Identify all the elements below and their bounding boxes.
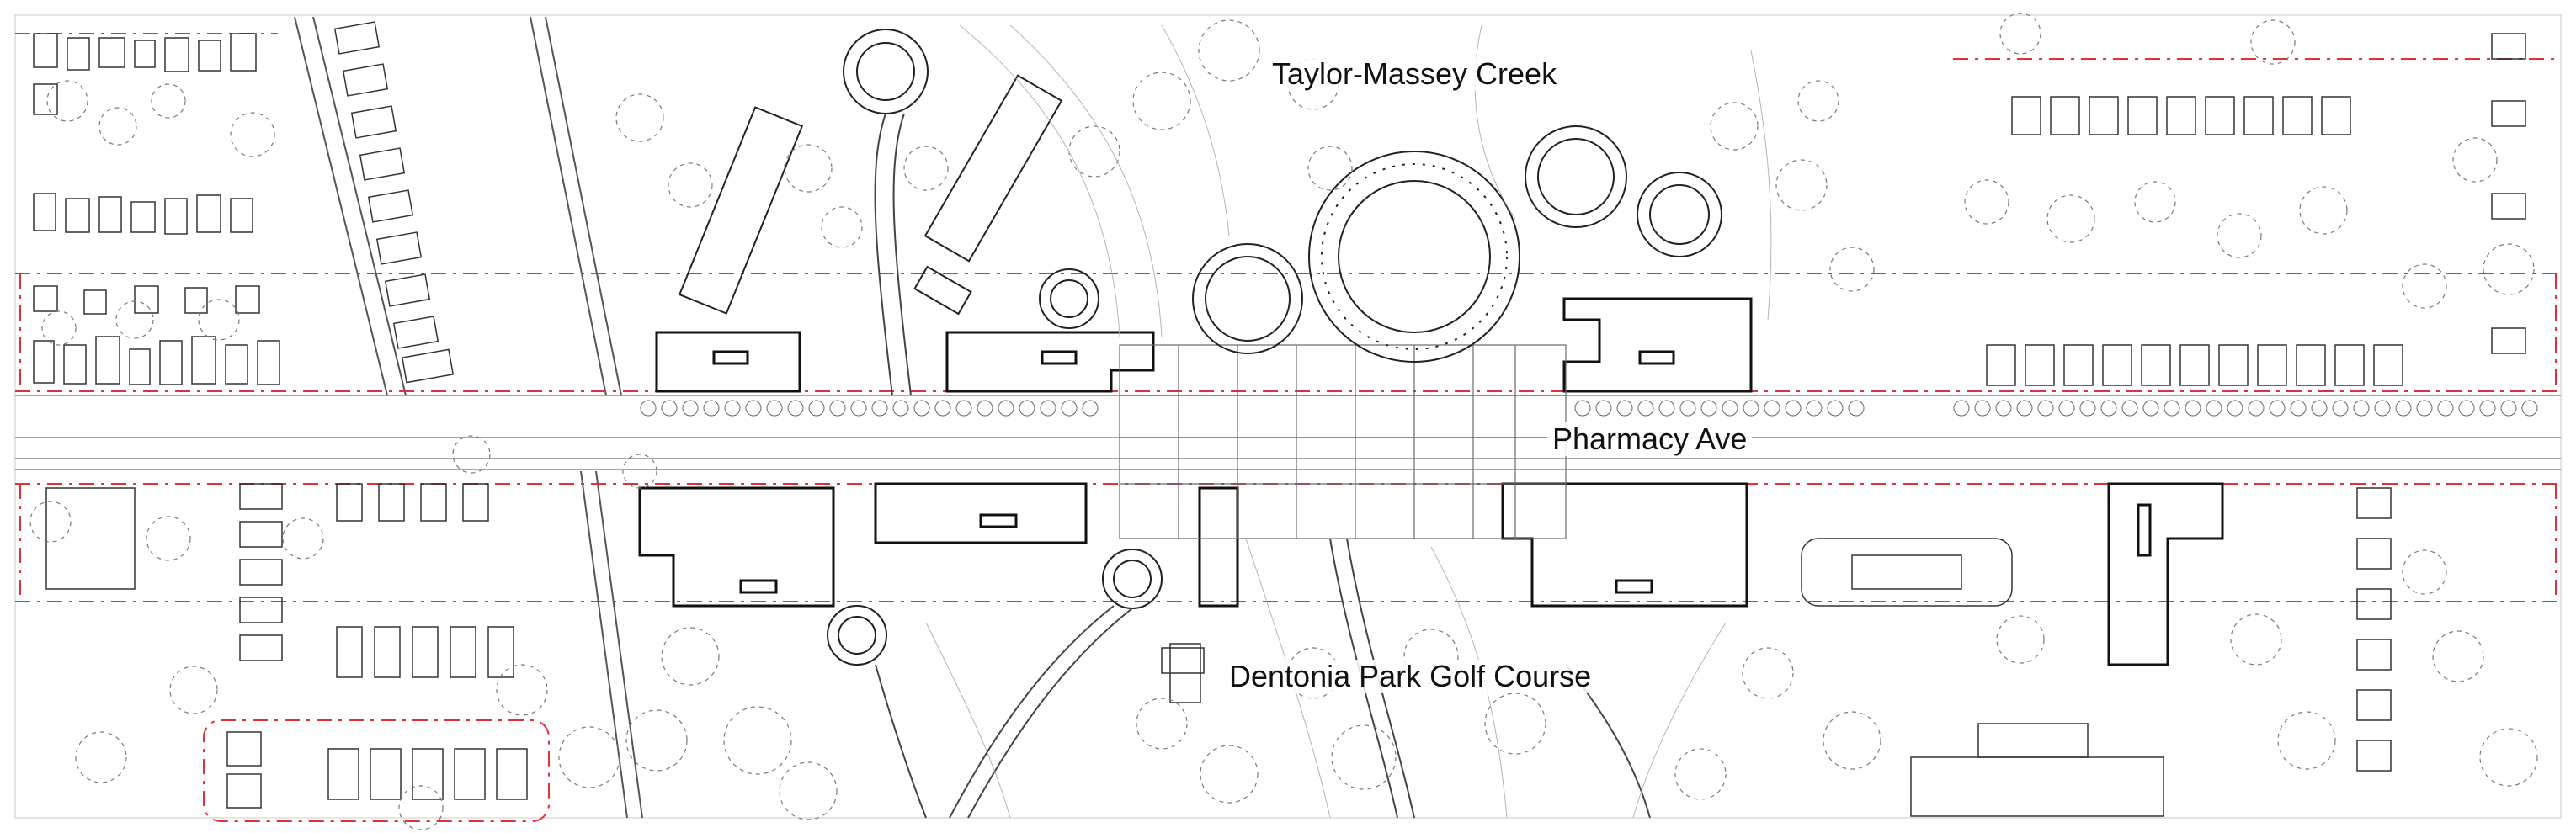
creek-label: Taylor-Massey Creek — [1267, 57, 1562, 91]
avenue-label: Pharmacy Ave — [1547, 422, 1753, 456]
circular-structures — [827, 29, 1722, 666]
buildings-left-bottom — [45, 483, 1205, 809]
slab-buildings — [678, 74, 1063, 316]
residential-houses-left — [33, 33, 280, 385]
street-trees — [640, 400, 2538, 416]
buildings-right — [1801, 33, 2526, 817]
proposed-buildings-north — [655, 297, 1753, 393]
map-frame — [14, 14, 2562, 819]
golf-course-label: Dentonia Park Golf Course — [1224, 660, 1597, 693]
row-houses — [333, 21, 455, 384]
contour-lines — [925, 24, 1772, 819]
